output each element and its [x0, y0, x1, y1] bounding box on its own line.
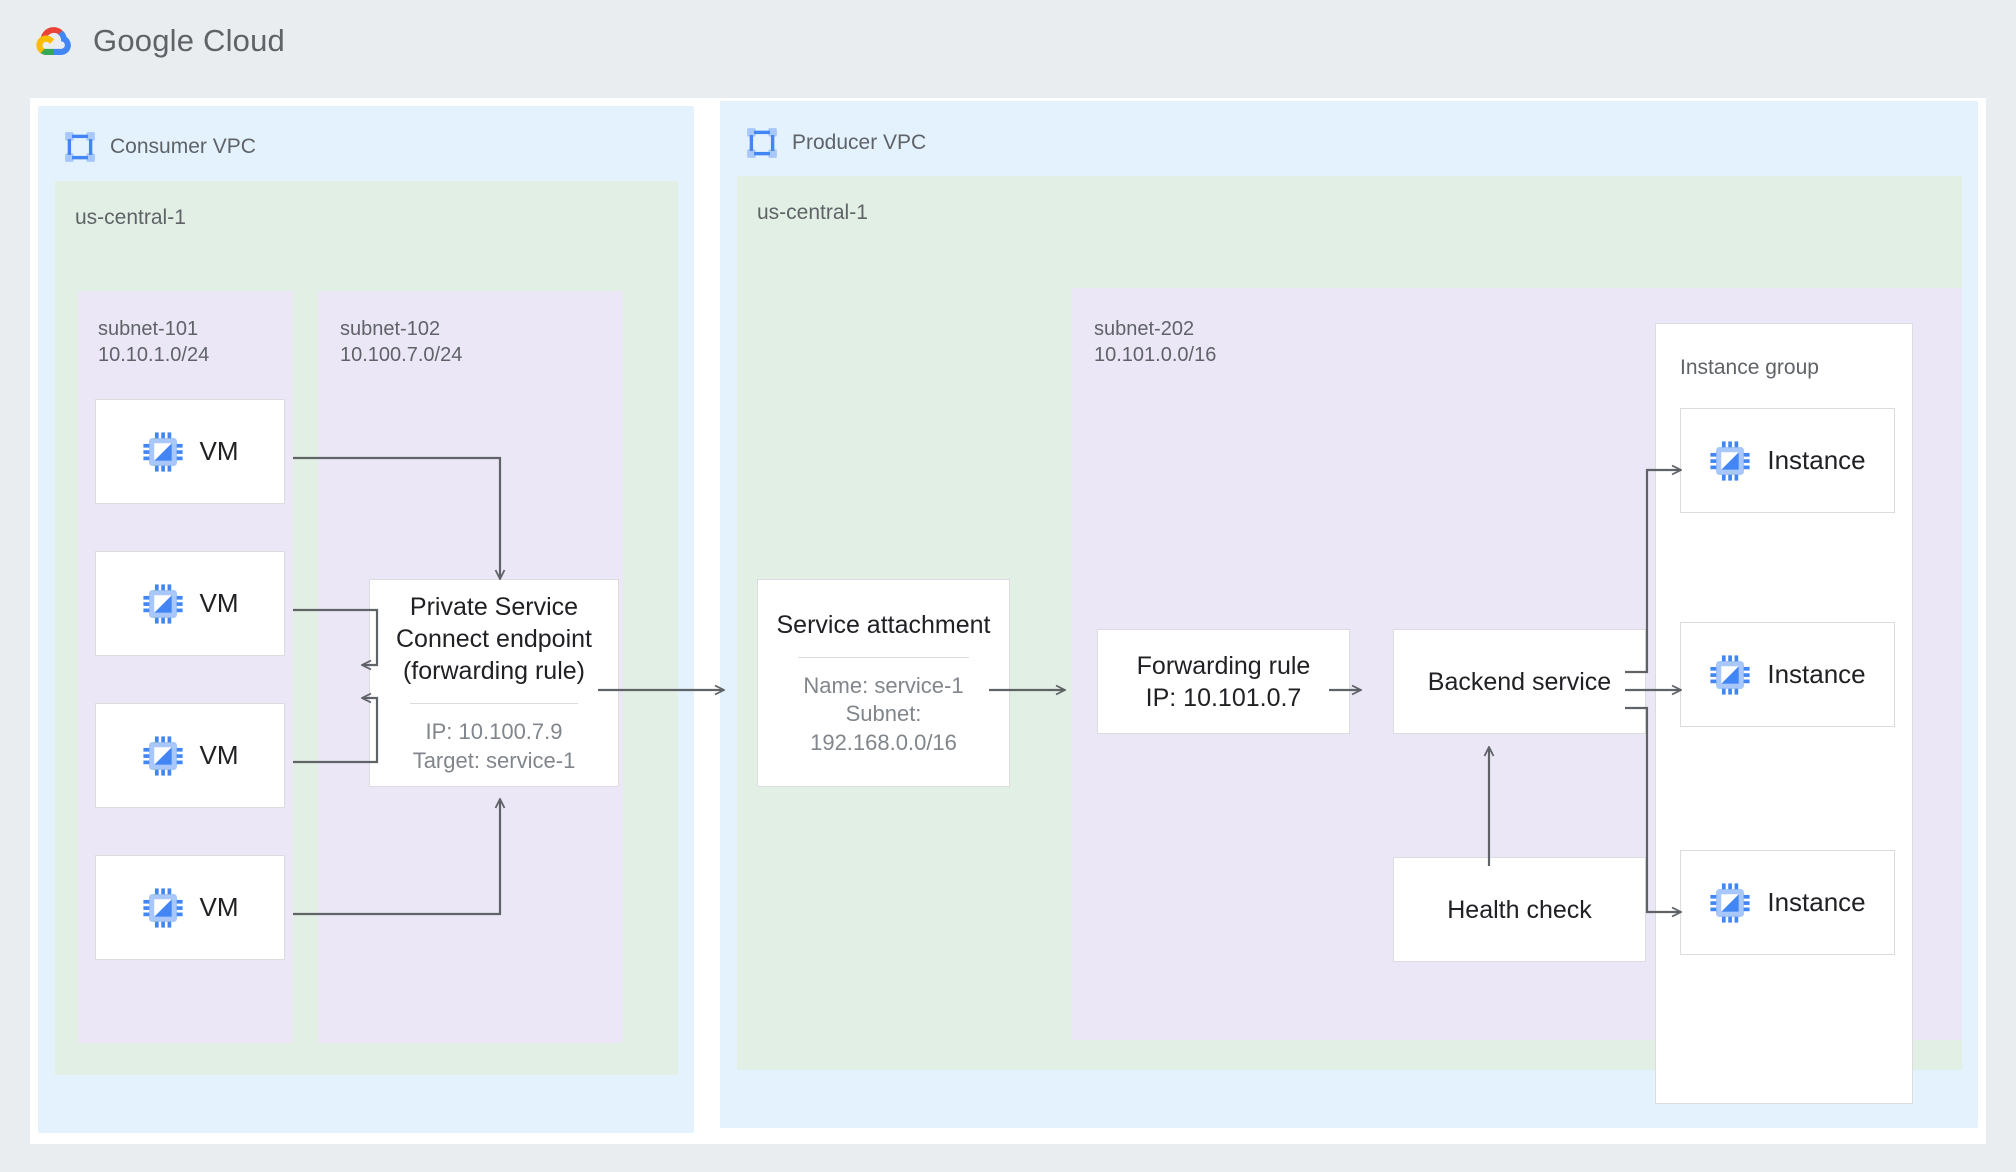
vm-chip-icon: [1710, 440, 1750, 481]
vm-node-4-label: VM: [199, 892, 239, 922]
psc-endpoint-node[interactable]: Private Service Connect endpoint (forwar…: [369, 579, 619, 787]
diagram-canvas: Consumer VPC us-central-1 subnet-101 10.…: [30, 98, 1986, 1144]
psc-endpoint-title: Private Service Connect endpoint (forwar…: [396, 592, 592, 685]
instance-group-title: Instance group: [1680, 356, 1819, 379]
instance-node-1-label: Instance: [1767, 445, 1866, 475]
forwarding-rule-node[interactable]: Forwarding rule IP: 10.101.0.7: [1097, 629, 1350, 734]
page-header: Google Cloud: [30, 22, 285, 60]
vm-node-4[interactable]: VM: [95, 855, 285, 960]
producer-region-label: us-central-1: [757, 201, 868, 224]
vm-chip-icon: [1710, 882, 1750, 923]
vm-chip-icon: [142, 431, 183, 472]
subnet-202-label: subnet-202 10.101.0.0/16: [1094, 318, 1217, 366]
consumer-vpc-title: Consumer VPC: [110, 135, 256, 158]
vm-chip-icon: [142, 583, 183, 624]
instance-node-1[interactable]: Instance: [1680, 408, 1895, 513]
service-attachment-details: Name: service-1 Subnet: 192.168.0.0/16: [803, 672, 964, 755]
google-cloud-logo-icon: [36, 27, 71, 55]
health-check-node[interactable]: Health check: [1393, 857, 1646, 962]
vm-node-3[interactable]: VM: [95, 703, 285, 808]
producer-vpc-title: Producer VPC: [792, 131, 927, 154]
producer-vpc-header: Producer VPC: [745, 126, 926, 160]
vm-node-2-label: VM: [199, 588, 239, 618]
instance-node-2-label: Instance: [1767, 659, 1866, 689]
subnet-102-label: subnet-102 10.100.7.0/24: [340, 318, 463, 366]
forwarding-rule-title: Forwarding rule IP: 10.101.0.7: [1136, 651, 1311, 712]
vpc-network-icon: [747, 128, 777, 158]
consumer-region-label: us-central-1: [75, 206, 186, 229]
instance-node-3-label: Instance: [1767, 887, 1866, 917]
backend-service-title: Backend service: [1427, 667, 1612, 696]
vm-chip-icon: [1710, 654, 1750, 695]
psc-endpoint-details: IP: 10.100.7.9 Target: service-1: [412, 718, 576, 773]
psc-endpoint-divider: [409, 702, 579, 704]
vm-node-3-label: VM: [199, 740, 239, 770]
backend-service-node[interactable]: Backend service: [1393, 629, 1646, 734]
service-attachment-node[interactable]: Service attachment Name: service-1 Subne…: [757, 579, 1010, 787]
vm-chip-icon: [142, 735, 183, 776]
vm-node-1[interactable]: VM: [95, 399, 285, 504]
vpc-network-icon: [65, 132, 95, 162]
brand-wordmark: Google Cloud: [93, 23, 285, 58]
health-check-title: Health check: [1447, 895, 1592, 924]
instance-node-3[interactable]: Instance: [1680, 850, 1895, 955]
subnet-101-label: subnet-101 10.10.1.0/24: [98, 318, 210, 366]
service-attachment-divider: [798, 656, 969, 658]
vm-node-2[interactable]: VM: [95, 551, 285, 656]
consumer-vpc-header: Consumer VPC: [63, 130, 256, 164]
instance-node-2[interactable]: Instance: [1680, 622, 1895, 727]
vm-chip-icon: [142, 887, 183, 928]
service-attachment-title: Service attachment: [776, 610, 991, 639]
vm-node-1-label: VM: [199, 436, 239, 466]
